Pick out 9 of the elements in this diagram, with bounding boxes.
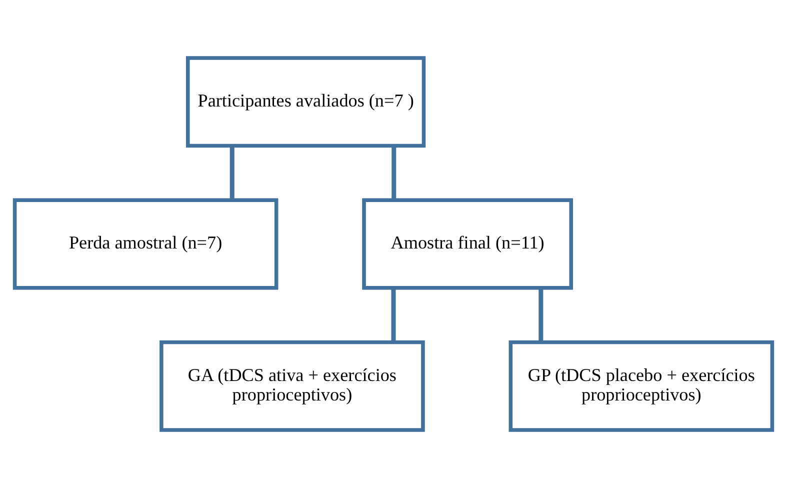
node-box: Amostra final (n=11) [362,198,574,290]
node-box: Participantes avaliados (n=7 ) [186,56,426,148]
node-box: GA (tDCS ativa + exercícios proprioceptivos) [160,340,425,432]
connector [230,146,234,200]
node-box: GP (tDCS placebo + exercícios proprioceptivos) [508,340,774,432]
node-box: Perda amostral (n=7) [12,198,278,290]
connector [538,288,544,342]
connector [392,146,396,200]
connector [391,288,396,342]
